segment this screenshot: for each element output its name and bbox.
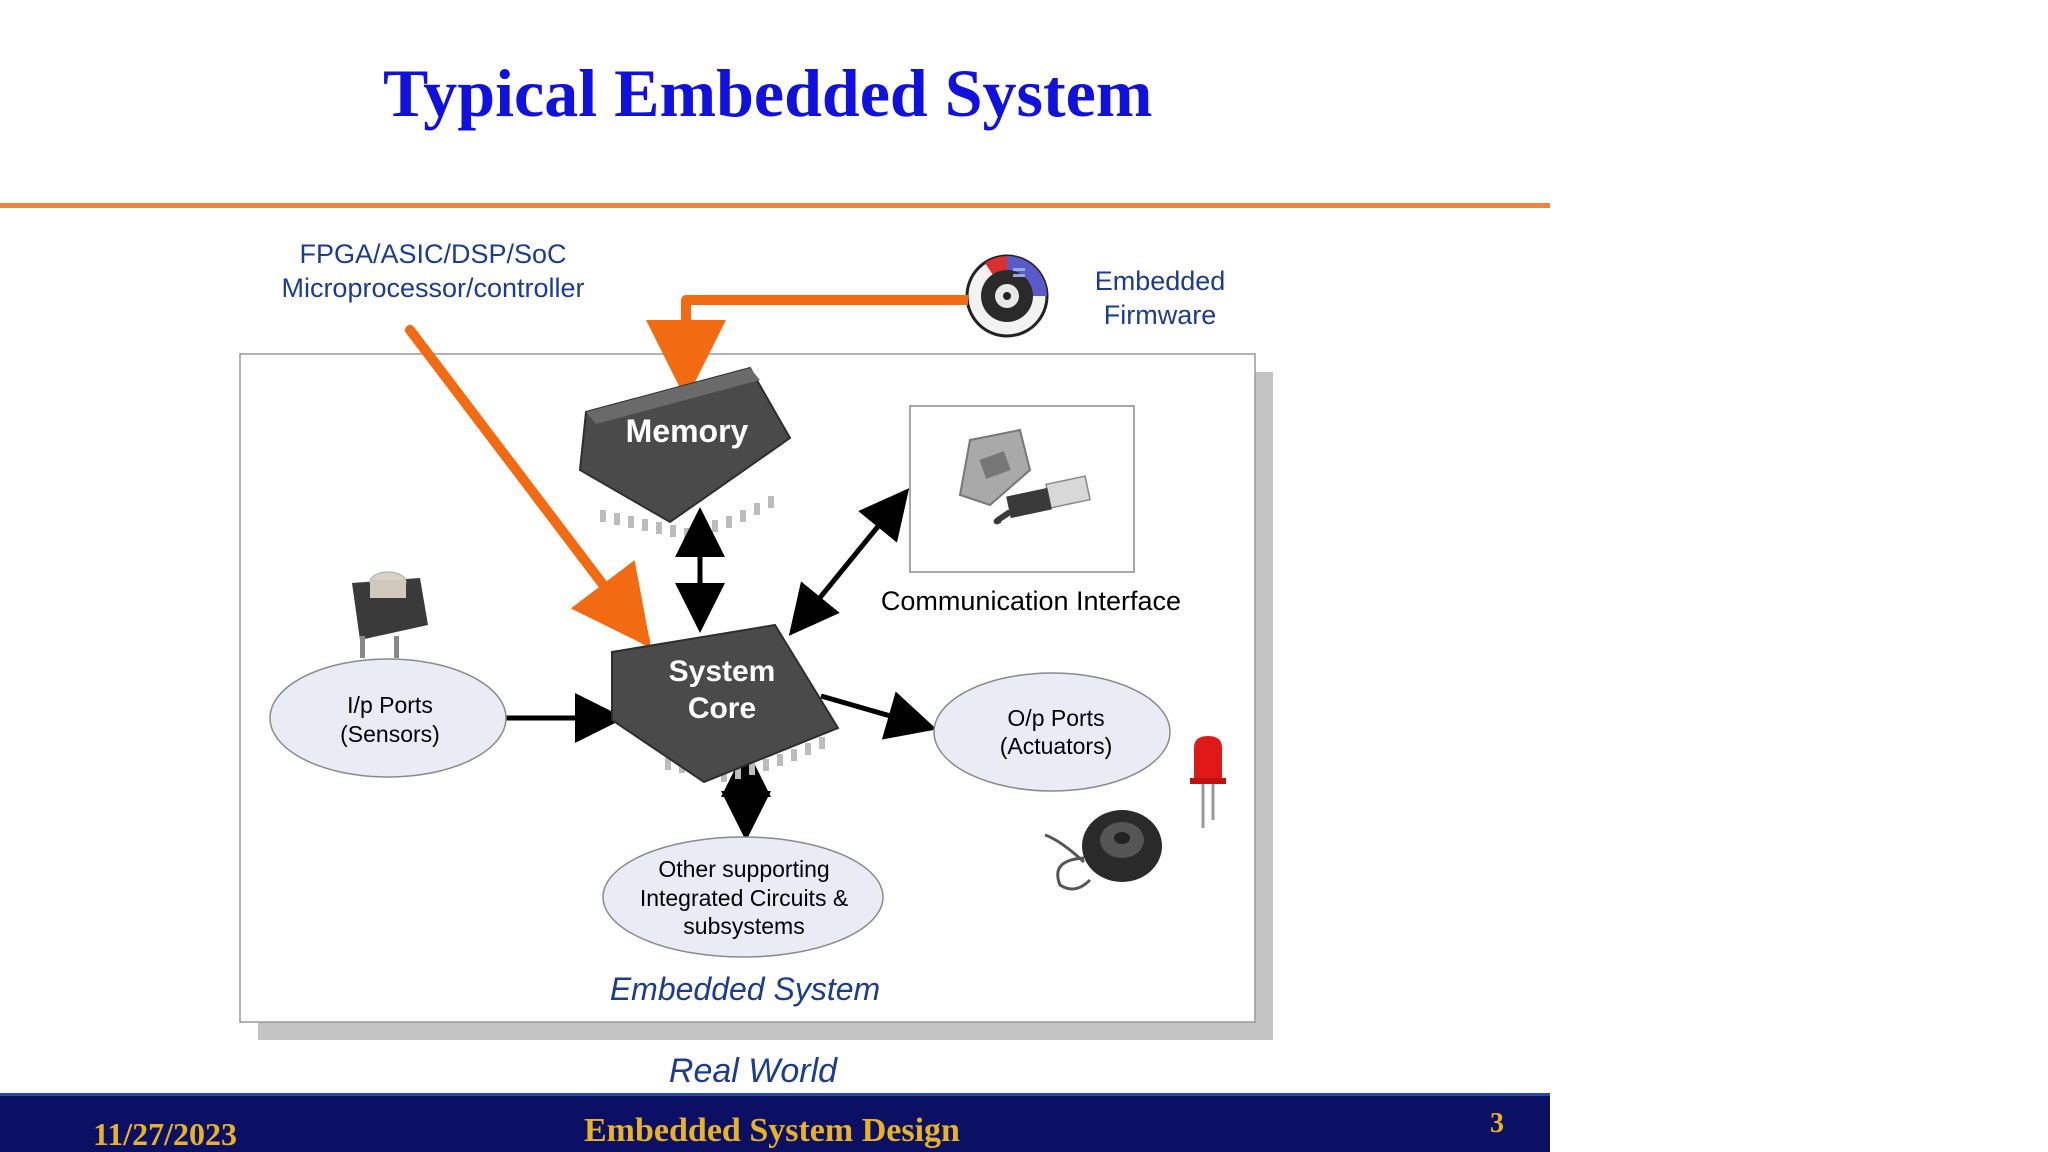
- processor-to-core-arrow: [405, 325, 652, 648]
- real-world-caption: Real World: [669, 1052, 838, 1090]
- output-ports-ellipse: [933, 672, 1171, 792]
- embedded-system-caption: Embedded System: [610, 971, 880, 1007]
- cd-disc-icon: [965, 254, 1049, 338]
- support-line3: subsystems: [683, 913, 804, 939]
- support-ics-ellipse: [602, 836, 884, 958]
- push-button-icon: [352, 571, 428, 658]
- slide-footer: 11/27/2023 Embedded System Design 3: [0, 1093, 1550, 1152]
- output-ports-line2: (Actuators): [1000, 733, 1112, 759]
- input-ports-ellipse: [269, 658, 507, 778]
- firmware-label-line2: Firmware: [1104, 300, 1217, 330]
- firmware-to-memory-arrow: [646, 295, 968, 400]
- memory-chip: Memory: [578, 366, 792, 540]
- support-line2: Integrated Circuits &: [640, 885, 848, 911]
- core-to-output-arrow: [820, 691, 937, 740]
- memory-label: Memory: [626, 413, 749, 449]
- support-line1: Other supporting: [658, 856, 829, 882]
- output-ports-line1: O/p Ports: [1007, 705, 1104, 731]
- connector-icon: [958, 428, 1032, 507]
- core-label-line2: Core: [688, 692, 756, 725]
- input-ports-line2: (Sensors): [340, 721, 440, 747]
- comm-interface-label: Communication Interface: [881, 586, 1181, 616]
- comm-interface-box: [909, 405, 1135, 573]
- footer-page-number: 3: [1490, 1108, 1504, 1139]
- buzzer-icon: [1044, 810, 1162, 891]
- slide-title: Typical Embedded System: [383, 55, 1153, 131]
- core-label-line1: System: [669, 655, 776, 688]
- processor-label-line1: FPGA/ASIC/DSP/SoC: [299, 239, 566, 269]
- footer-course-title: Embedded System Design: [584, 1112, 960, 1149]
- led-icon: [1190, 736, 1226, 828]
- title-divider: [0, 203, 1550, 208]
- firmware-label-line1: Embedded: [1095, 266, 1226, 296]
- usb-cable-icon: [993, 475, 1091, 525]
- comm-core-arrow: [788, 488, 910, 636]
- input-ports-line1: I/p Ports: [347, 692, 433, 718]
- footer-date: 11/27/2023: [93, 1116, 238, 1152]
- processor-label-line2: Microprocessor/controller: [281, 273, 584, 303]
- system-core-chip: System Core: [611, 623, 840, 784]
